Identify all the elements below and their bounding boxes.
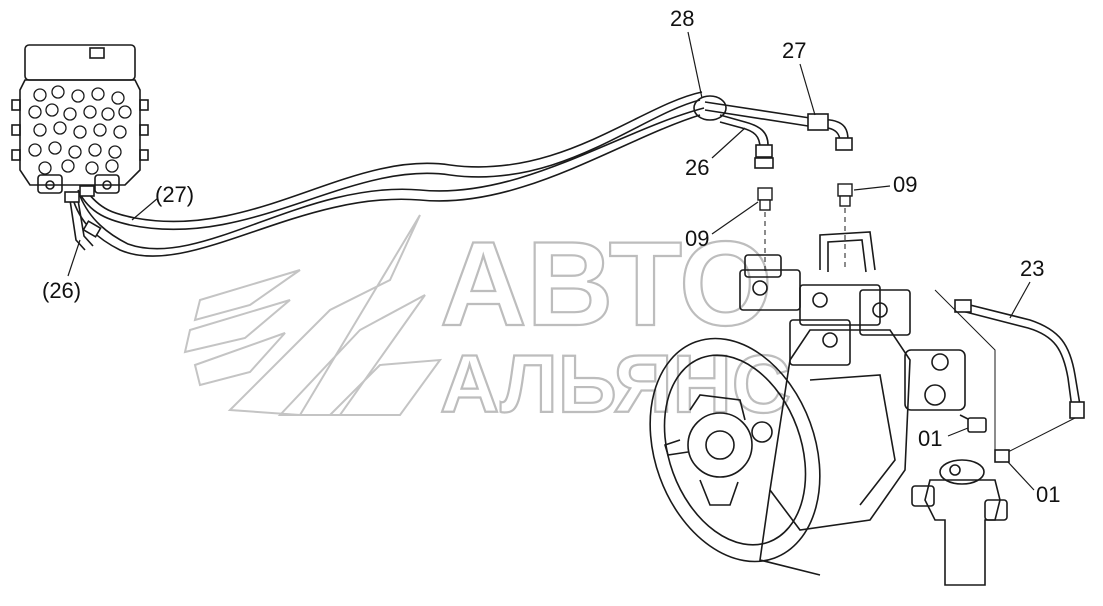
callout-26: 26 [685, 155, 709, 180]
hydraulic-pump-assembly [649, 231, 987, 576]
hose-lines [64, 91, 853, 257]
callout-28: 28 [670, 6, 694, 31]
callout-01-lower: 01 [1036, 482, 1060, 507]
watermark-line2: АЛЬЯНС [440, 339, 791, 430]
callout-27: 27 [782, 38, 806, 63]
leader-lines [934, 289, 1076, 456]
callout-23: 23 [1020, 256, 1044, 281]
callout-09-left: 09 [685, 226, 709, 251]
watermark-logo [183, 214, 443, 417]
adapter-09-right [837, 183, 853, 207]
adapter-09-left [757, 187, 773, 211]
watermark-line1: АВТО [440, 217, 772, 351]
pilot-control-valve [11, 44, 149, 194]
line-23 [954, 299, 1085, 419]
valve-port-fittings [28, 85, 132, 175]
callout-01-upper: 01 [918, 426, 942, 451]
callout-labels: 28 27 26 09 09 (27) (26) 23 01 01 [42, 6, 1060, 507]
dashed-guides [764, 208, 846, 275]
callout-09-right: 09 [893, 172, 917, 197]
callout-27-paren: (27) [155, 182, 194, 207]
callout-26-paren: (26) [42, 278, 81, 303]
suction-filter-assembly [911, 449, 1010, 586]
